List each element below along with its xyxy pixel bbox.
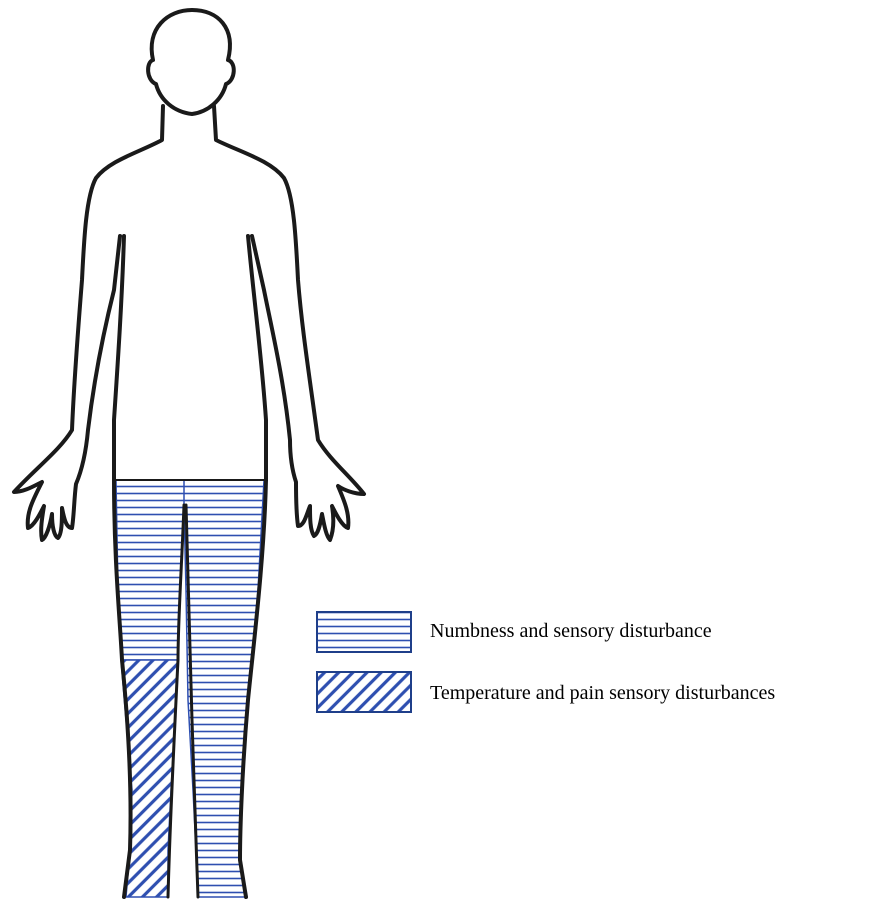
legend-swatch-numbness bbox=[317, 612, 411, 652]
head-outline bbox=[148, 10, 234, 114]
legend-label-temperature: Temperature and pain sensory disturbance… bbox=[430, 682, 775, 705]
legend bbox=[317, 612, 411, 712]
body-outline bbox=[14, 10, 364, 897]
body-right-contour bbox=[214, 106, 364, 540]
region-numbness-thigh-a bbox=[116, 480, 184, 660]
body-left-contour bbox=[14, 106, 163, 540]
torso-right-side bbox=[248, 236, 266, 480]
legend-label-numbness: Numbness and sensory disturbance bbox=[430, 620, 712, 643]
legend-swatch-temperature bbox=[317, 672, 411, 712]
